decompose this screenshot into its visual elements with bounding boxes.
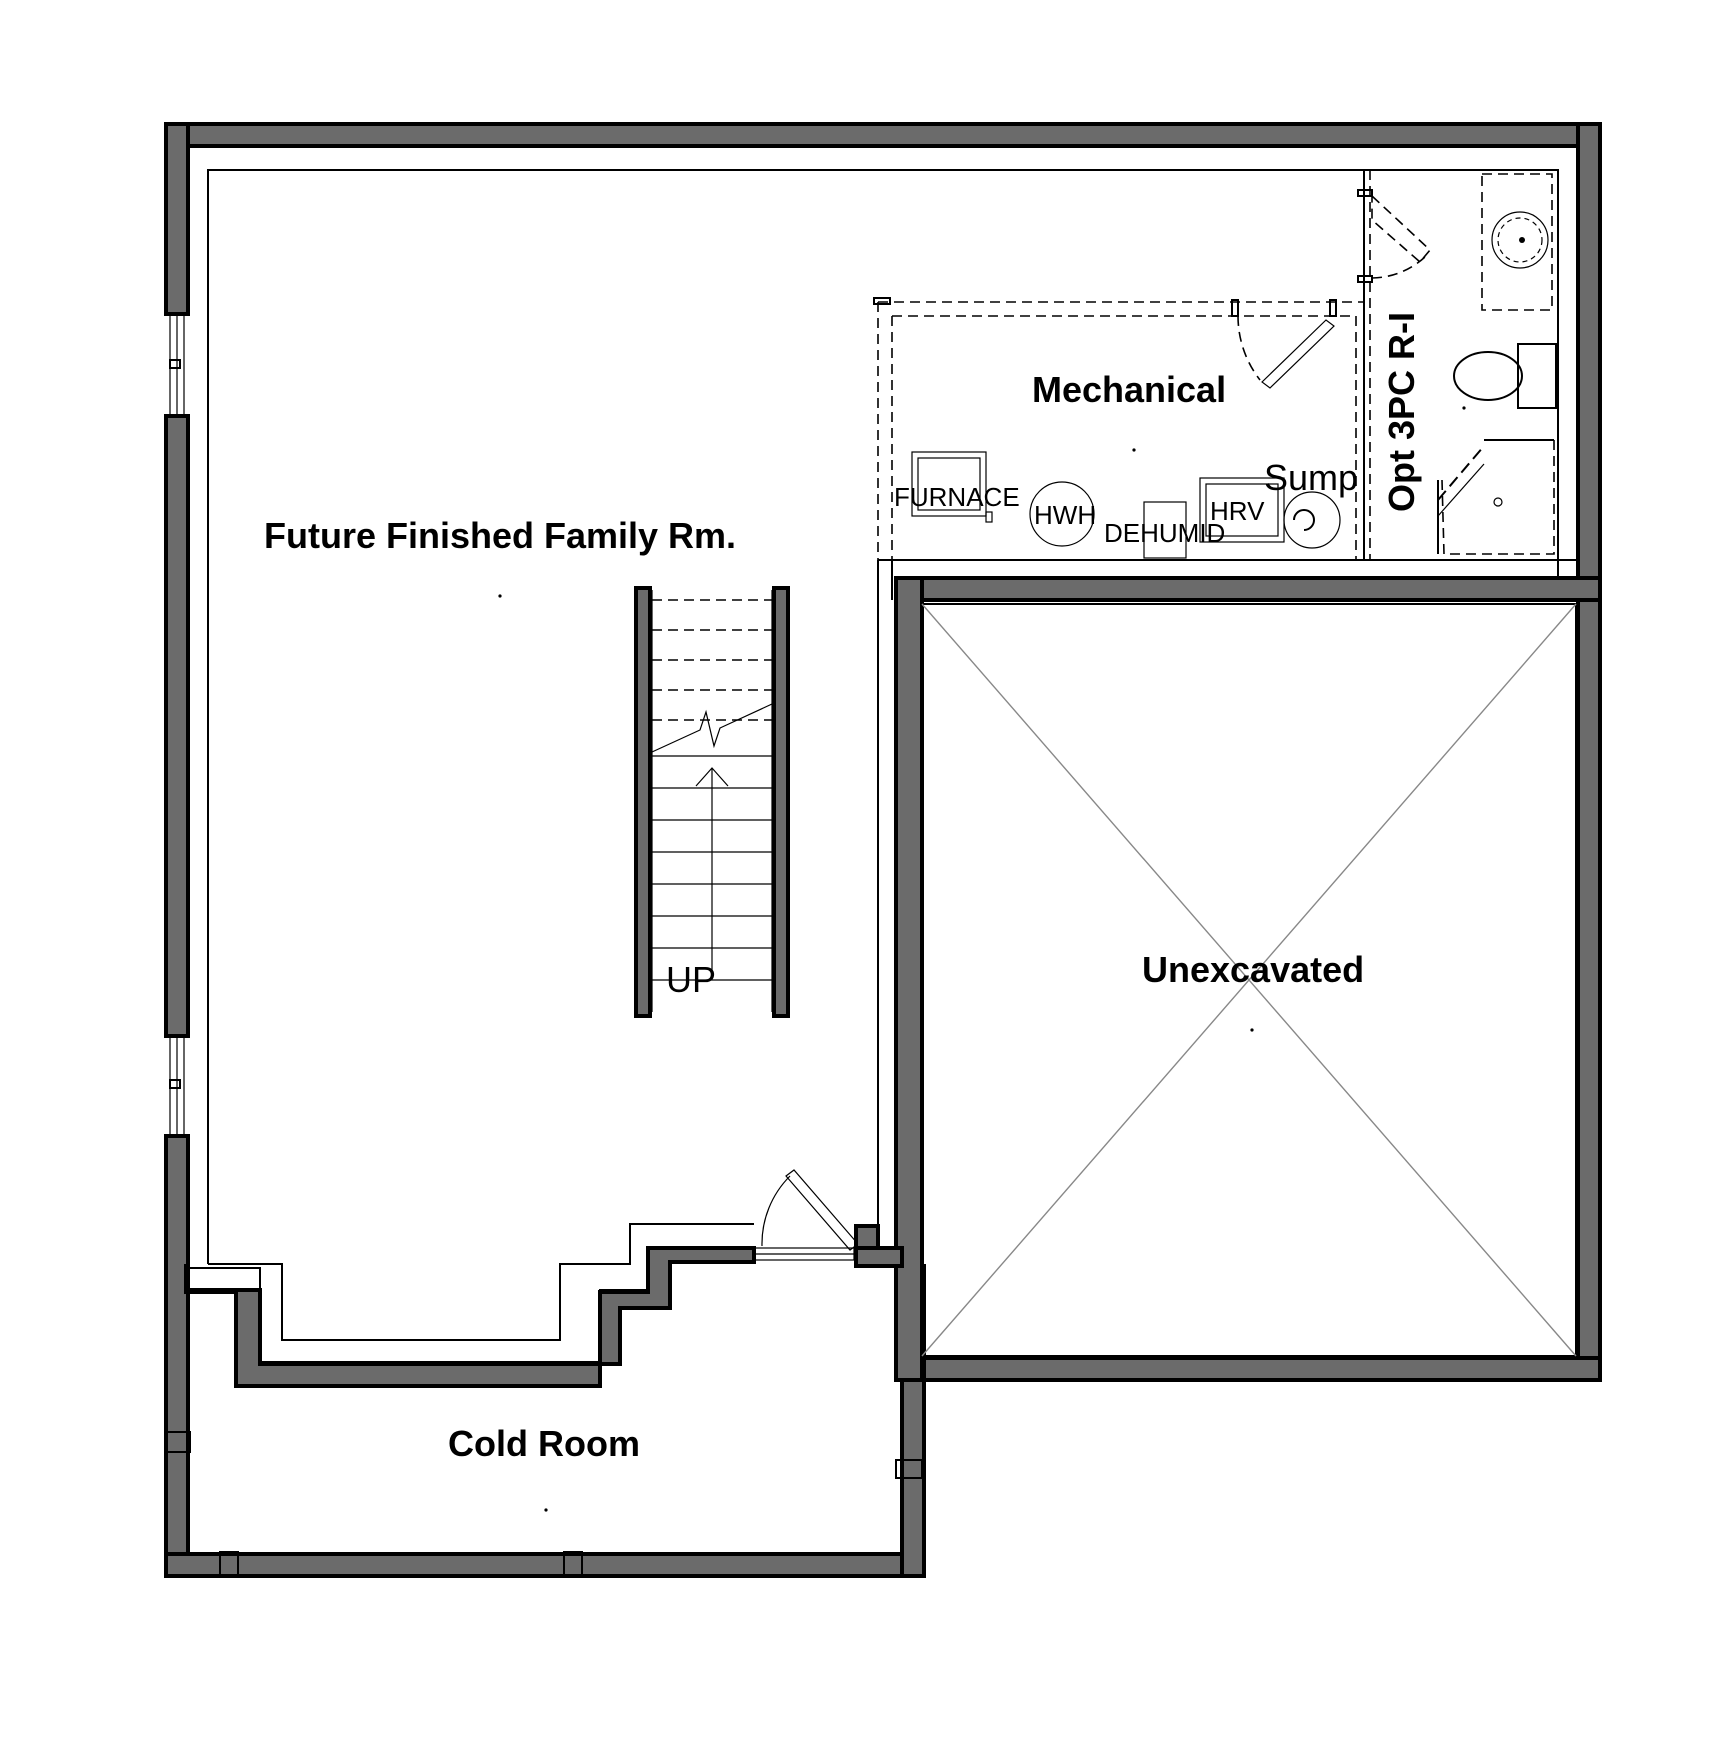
hrv-label: HRV bbox=[1210, 496, 1265, 526]
stepped-wall bbox=[184, 1246, 756, 1388]
window-upper bbox=[169, 313, 185, 417]
furnace-icon bbox=[911, 451, 993, 523]
hrv-icon bbox=[1199, 477, 1285, 543]
sump-icon bbox=[1283, 491, 1341, 549]
stair-wall-left bbox=[634, 586, 652, 1018]
hwh-icon bbox=[1029, 481, 1095, 547]
stairs: UP bbox=[634, 586, 790, 1018]
hwh-label: HWH bbox=[1034, 500, 1096, 530]
cold-room: Cold Room bbox=[165, 1169, 923, 1577]
wall-right bbox=[1576, 122, 1602, 1382]
wall-unexcavated-top bbox=[894, 576, 1602, 602]
mechanical-room: FURNACE HWH DEHUMID HRV Sump Mechanical bbox=[873, 170, 1578, 1238]
cold-room-label: Cold Room bbox=[448, 1423, 640, 1464]
room-markers bbox=[498, 406, 1466, 1512]
sink-icon bbox=[1481, 173, 1553, 311]
toilet-icon bbox=[1453, 343, 1557, 409]
framing-lines bbox=[187, 146, 1559, 1264]
wall-top bbox=[164, 122, 1602, 148]
bath-label: Opt 3PC R-I bbox=[1381, 312, 1422, 512]
mechanical-label: Mechanical bbox=[1032, 369, 1226, 410]
wall-left-middle bbox=[164, 414, 190, 1038]
shower-icon bbox=[1437, 439, 1555, 555]
window-lower bbox=[169, 1035, 185, 1137]
unexcavated-label: Unexcavated bbox=[1142, 949, 1364, 990]
dehumid-icon bbox=[1143, 501, 1187, 559]
bath-room: Opt 3PC R-I bbox=[1357, 170, 1557, 560]
wall-bottom bbox=[164, 1552, 926, 1578]
wall-left-upper bbox=[164, 122, 190, 316]
dehumid-label: DEHUMID bbox=[1104, 518, 1225, 548]
sump-label: Sump bbox=[1264, 457, 1358, 498]
furnace-label: FURNACE bbox=[894, 482, 1020, 512]
stair-wall-right bbox=[772, 586, 790, 1018]
cold-room-door bbox=[753, 1169, 859, 1261]
family-room-label: Future Finished Family Rm. bbox=[264, 515, 736, 556]
wall-unexcavated-bottom bbox=[900, 1356, 1602, 1382]
stairs-up-label: UP bbox=[666, 959, 716, 1000]
wall-left-lower bbox=[164, 1134, 190, 1578]
